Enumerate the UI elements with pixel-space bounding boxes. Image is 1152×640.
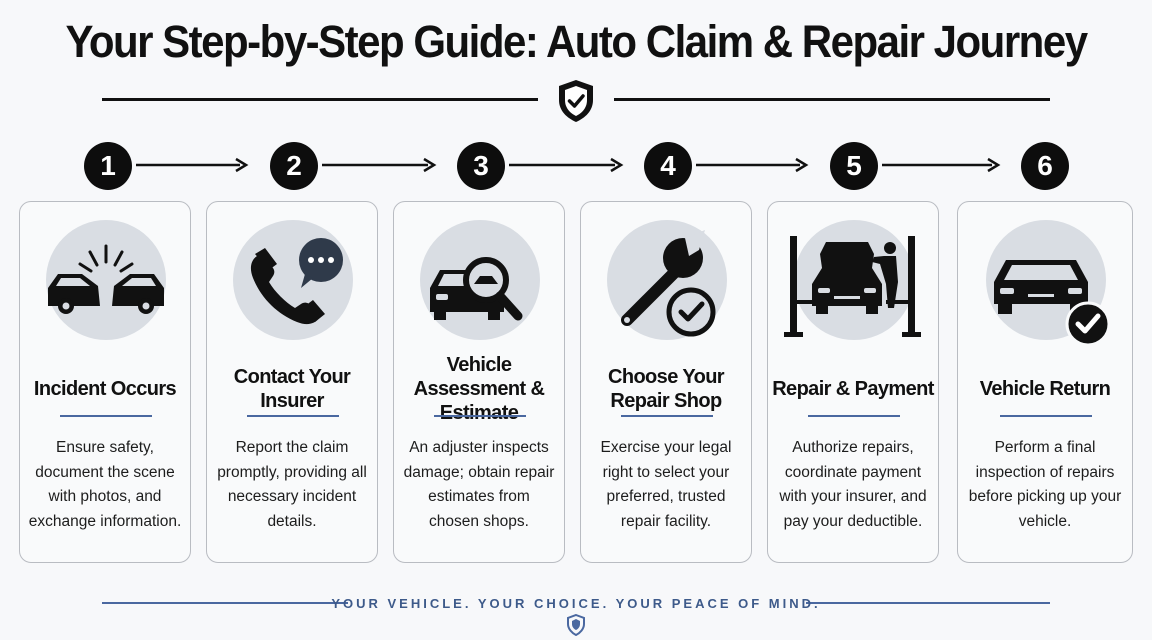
step-title: Vehicle Return bbox=[979, 378, 1111, 400]
title-underline bbox=[60, 415, 152, 417]
step-card-6: Vehicle Return Perform a final inspectio… bbox=[957, 201, 1133, 563]
step-number-1: 1 bbox=[84, 142, 132, 190]
title-divider-right bbox=[614, 98, 1050, 101]
title-underline bbox=[1000, 415, 1092, 417]
car-inspection-icon bbox=[430, 257, 523, 321]
title-underline bbox=[621, 415, 713, 417]
car-check-icon bbox=[994, 260, 1111, 347]
step-number-3: 3 bbox=[457, 142, 505, 190]
step-title: Repair & Payment bbox=[772, 378, 934, 400]
car-lift-mechanic-icon bbox=[784, 236, 921, 337]
step-description: Exercise your legal right to select your… bbox=[600, 439, 732, 530]
step-number-6: 6 bbox=[1021, 142, 1069, 190]
footer-divider-right bbox=[806, 602, 1050, 604]
title-underline bbox=[808, 415, 900, 417]
footer-divider-left bbox=[102, 602, 348, 604]
step-card-4: Choose Your Repair Shop Exercise your le… bbox=[580, 201, 752, 563]
step-description: Report the claim promptly, providing all… bbox=[217, 439, 367, 530]
page-title: Your Step-by-Step Guide: Auto Claim & Re… bbox=[65, 16, 1088, 67]
step-card-2: Contact Your Insurer Report the claim pr… bbox=[206, 201, 378, 563]
phone-chat-icon bbox=[250, 238, 343, 325]
shield-check-icon bbox=[559, 80, 593, 122]
wrench-check-icon bbox=[621, 230, 716, 337]
arrow-right-icon bbox=[509, 157, 624, 173]
title-underline bbox=[434, 415, 526, 417]
step-card-1: Incident Occurs Ensure safety, document … bbox=[19, 201, 191, 563]
step-title: Vehicle Assessment & Estimate bbox=[413, 354, 545, 424]
step-description: Perform a final inspection of repairs be… bbox=[968, 439, 1122, 530]
step-number-5: 5 bbox=[830, 142, 878, 190]
step-description: Authorize repairs, coordinate payment wi… bbox=[779, 439, 927, 530]
step-description: An adjuster inspects damage; obtain repa… bbox=[403, 439, 555, 530]
step-card-5: Repair & Payment Authorize repairs, coor… bbox=[767, 201, 939, 563]
step-number-2: 2 bbox=[270, 142, 318, 190]
footer-tagline: YOUR VEHICLE. YOUR CHOICE. YOUR PEACE OF… bbox=[331, 596, 821, 611]
arrow-right-icon bbox=[322, 157, 437, 173]
step-card-3: Vehicle Assessment & Estimate An adjuste… bbox=[393, 201, 565, 563]
car-collision-icon bbox=[48, 244, 164, 314]
arrow-right-icon bbox=[136, 157, 249, 173]
arrow-right-icon bbox=[696, 157, 809, 173]
step-title: Incident Occurs bbox=[33, 378, 177, 400]
arrow-right-icon bbox=[882, 157, 1001, 173]
shield-icon bbox=[567, 614, 585, 636]
step-title: Contact Your Insurer bbox=[233, 366, 351, 412]
step-title: Choose Your Repair Shop bbox=[607, 366, 725, 412]
title-underline bbox=[247, 415, 339, 417]
title-divider-left bbox=[102, 98, 538, 101]
step-number-4: 4 bbox=[644, 142, 692, 190]
step-description: Ensure safety, document the scene with p… bbox=[28, 439, 182, 530]
